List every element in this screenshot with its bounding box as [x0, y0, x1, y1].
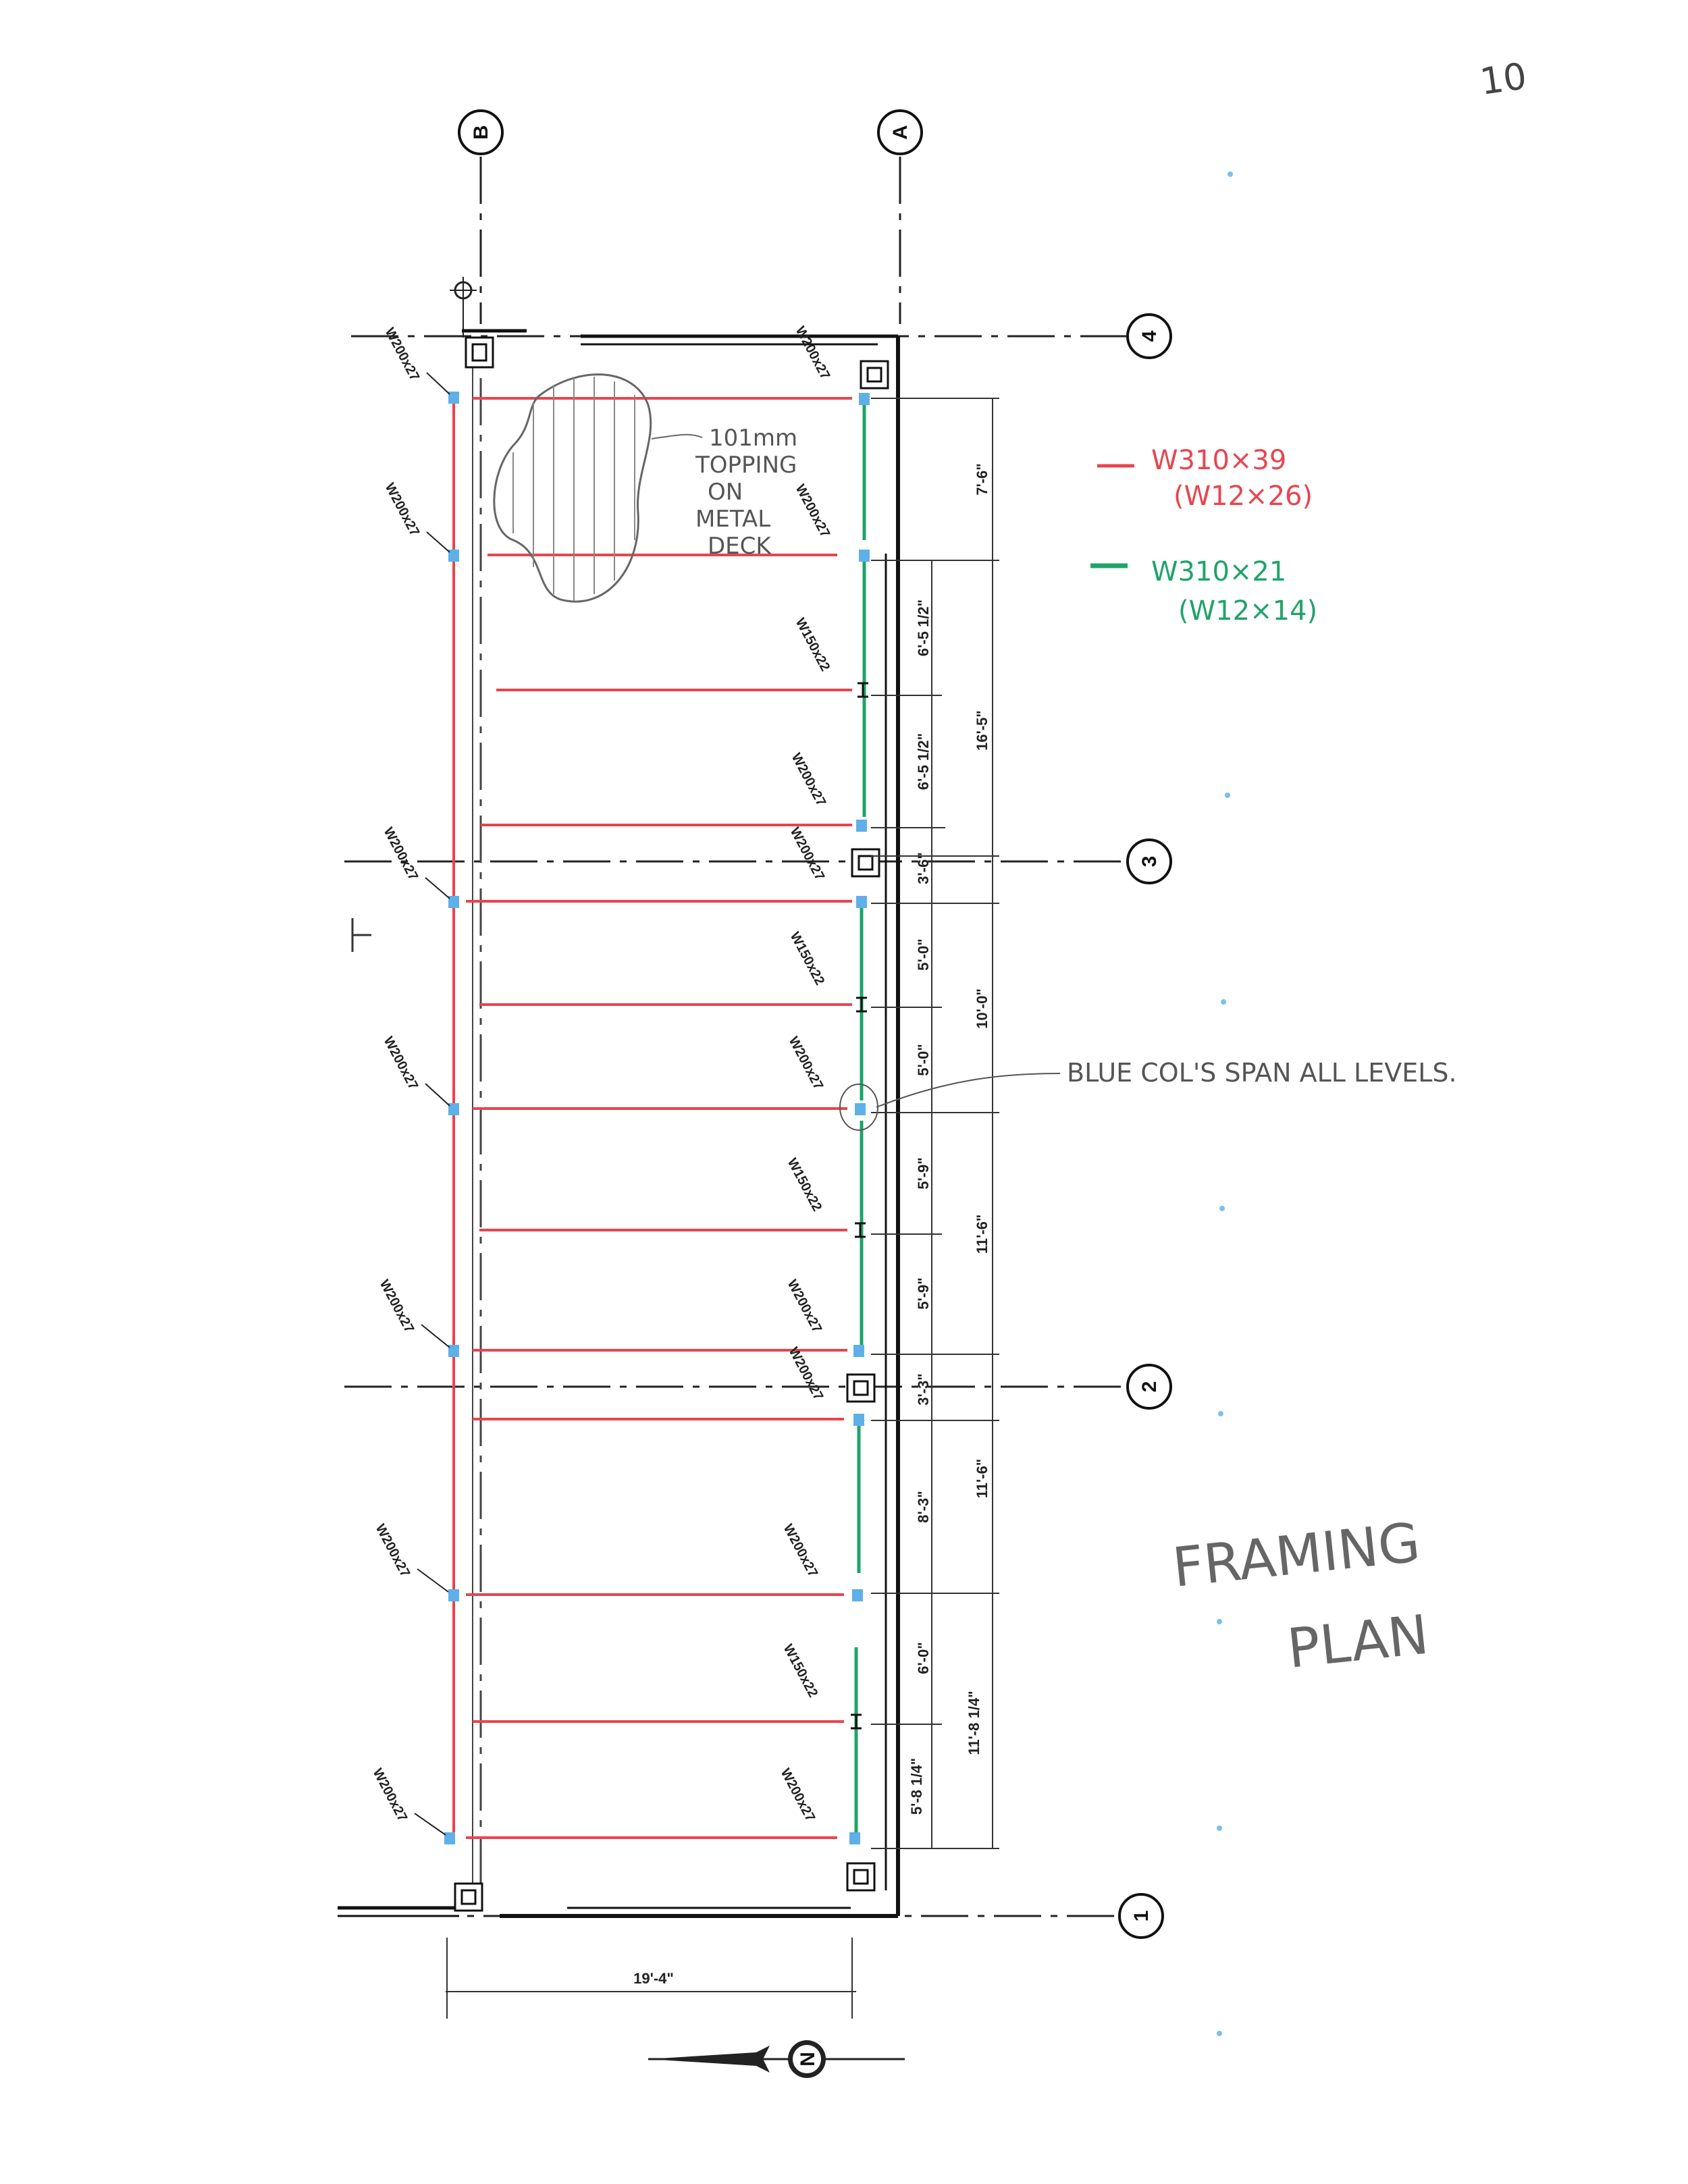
member-label: W200x27 — [377, 1277, 417, 1335]
dim-label: 11'-6" — [974, 1459, 991, 1498]
grid-bubble-a: A — [889, 125, 912, 140]
legend-red-line2: (W12×26) — [1173, 481, 1313, 512]
building-walls — [338, 329, 900, 1918]
legend: W310×39 (W12×26) W310×21 (W12×14) — [1090, 445, 1317, 627]
scan-dots — [1217, 171, 1233, 2036]
deck-note-line: METAL — [695, 506, 770, 533]
member-label: W200x27 — [373, 1522, 413, 1580]
dim-label: 3'-3" — [915, 1373, 932, 1405]
dim-label: 7'-6" — [974, 463, 991, 495]
dim-label: 6'-5 1/2" — [915, 600, 932, 656]
member-label: W200x27 — [785, 1277, 825, 1335]
grid-bubble-b: B — [470, 125, 492, 140]
member-label: W200x27 — [793, 324, 833, 382]
dim-label: 5'-0" — [915, 938, 932, 970]
legend-green-line2: (W12×14) — [1178, 595, 1317, 627]
member-label: W150x22 — [785, 1156, 825, 1214]
member-label: W200x27 — [382, 325, 423, 383]
member-label: W200x27 — [789, 751, 829, 809]
left-leader-lines — [414, 372, 450, 1836]
member-label: W150x22 — [781, 1642, 821, 1700]
dim-label-bottom: 19'-4" — [633, 1970, 674, 1987]
member-label: W200x27 — [382, 481, 423, 539]
columns-note-text: BLUE COL'S SPAN ALL LEVELS. — [1067, 1058, 1457, 1088]
north-arrow: N — [648, 2040, 905, 2078]
dim-label: 6'-5 1/2" — [915, 733, 932, 790]
legend-green-line1: W310×21 — [1151, 556, 1286, 587]
dim-label: 6'-0" — [915, 1642, 932, 1674]
member-label: W200x27 — [793, 482, 833, 540]
dim-label: 16'-5" — [974, 710, 991, 751]
deck-note-line: DECK — [708, 533, 772, 560]
grid-line-3: 3 — [344, 838, 1172, 884]
deck-note-line: TOPPING — [695, 452, 797, 479]
member-label: W200x27 — [781, 1522, 821, 1580]
outer-dimension-labels: 7'-6" 16'-5" 10'-0" 11'-6" 11'-6" 11'-8 … — [966, 463, 991, 1755]
member-label: W200x27 — [787, 825, 828, 883]
member-label: W200x27 — [778, 1766, 818, 1824]
deck-cloud — [493, 373, 703, 603]
dim-label: 5'-8 1/4" — [908, 1758, 925, 1815]
member-label: W200x27 — [381, 1034, 421, 1092]
w150-markers — [851, 682, 868, 1730]
dim-label: 5'-9" — [915, 1157, 932, 1189]
grid-bubble-1: 1 — [1130, 1911, 1153, 1922]
blue-column-markers — [444, 392, 870, 1844]
legend-red-line1: W310×39 — [1151, 445, 1286, 476]
dimension-lines — [871, 398, 999, 1849]
title-line2: PLAN — [1284, 1603, 1431, 1680]
grid-line-2: 2 — [344, 1364, 1172, 1410]
dim-label: 11'-8 1/4" — [966, 1690, 982, 1755]
member-label: W200x27 — [786, 1034, 826, 1092]
sheet-title: FRAMING PLAN — [1169, 1511, 1431, 1680]
north-arrow-label: N — [797, 2052, 819, 2067]
grid-line-a: A — [877, 109, 923, 324]
dim-label: 5'-9" — [915, 1277, 932, 1309]
right-member-labels: W200x27 W200x27 W150x22 W200x27 W200x27 … — [778, 324, 833, 1824]
member-label: W150x22 — [793, 616, 833, 674]
left-member-labels: W200x27 W200x27 W200x27 W200x27 W200x27 … — [370, 325, 423, 1824]
dim-label: 3'-6" — [915, 852, 932, 884]
survey-mark-icon — [450, 277, 477, 338]
dim-label: 11'-6" — [974, 1215, 991, 1254]
page-number: 10 — [1477, 55, 1529, 103]
dim-label: 5'-0" — [915, 1044, 932, 1075]
member-label: W150x22 — [787, 930, 828, 988]
member-label: W200x27 — [786, 1345, 826, 1403]
right-girders — [854, 405, 866, 1836]
deck-note-line: 101mm — [709, 425, 797, 452]
column-boxes — [454, 336, 889, 1912]
section-mark — [351, 918, 371, 952]
red-beams — [466, 397, 852, 1839]
deck-note: 101mm TOPPING ON METAL DECK — [695, 425, 797, 560]
bottom-dimension: 19'-4" — [446, 1938, 856, 2019]
title-line1: FRAMING — [1169, 1511, 1423, 1599]
dim-label: 8'-3" — [915, 1491, 932, 1522]
member-label: W200x27 — [370, 1766, 411, 1824]
grid-bubble-3: 3 — [1138, 856, 1161, 868]
grid-bubble-4: 4 — [1138, 330, 1161, 342]
grid-bubble-2: 2 — [1138, 1381, 1161, 1393]
deck-note-line: ON — [708, 479, 743, 506]
grid-line-b: B — [458, 109, 504, 324]
member-label: W200x27 — [381, 825, 421, 883]
columns-note: BLUE COL'S SPAN ALL LEVELS. — [839, 1058, 1457, 1131]
inner-dimension-labels: 6'-5 1/2" 6'-5 1/2" 3'-6" 5'-0" 5'-0" 5'… — [908, 600, 932, 1815]
dim-label: 10'-0" — [974, 988, 991, 1029]
